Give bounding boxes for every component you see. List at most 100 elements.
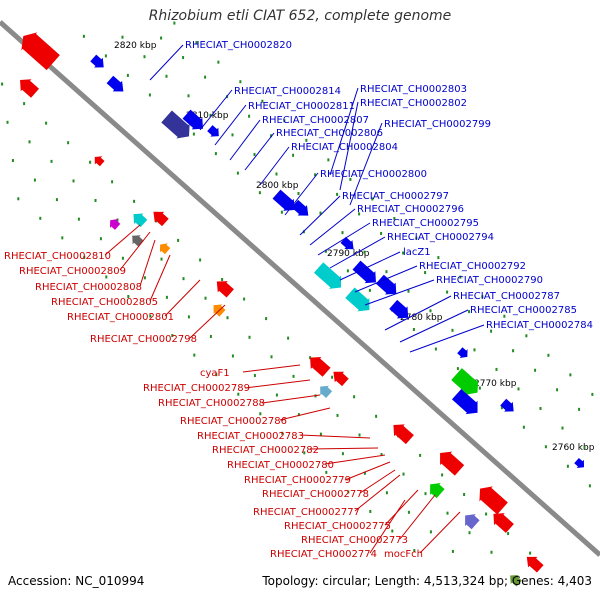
gene-arrow[interactable] <box>206 124 223 141</box>
gene-label[interactable]: RHECIAT_CH0002779 <box>244 475 351 486</box>
gene-arrow[interactable] <box>105 74 128 96</box>
gene-arrow[interactable] <box>290 198 313 220</box>
gene-label[interactable]: RHECIAT_CH0002777 <box>253 507 360 518</box>
gene-arrow[interactable] <box>209 300 227 318</box>
gene-label[interactable]: RHECIAT_CH0002809 <box>19 266 126 277</box>
leader-line <box>279 407 331 421</box>
gene-label[interactable]: RHECIAT_CH0002799 <box>384 119 491 130</box>
gene-label[interactable]: RHECIAT_CH0002784 <box>486 320 593 331</box>
gene-arrow[interactable] <box>425 478 446 499</box>
gene-label[interactable]: RHECIAT_CH0002801 <box>67 312 174 323</box>
gene-arrow[interactable] <box>106 216 121 232</box>
ruler-dot <box>353 395 356 399</box>
gene-label[interactable]: RHECIAT_CH0002814 <box>234 86 341 97</box>
gene-arrow[interactable] <box>451 387 484 419</box>
gene-label[interactable]: RHECIAT_CH0002787 <box>453 291 560 302</box>
gene-arrow[interactable] <box>129 209 149 229</box>
gene-arrow[interactable] <box>89 53 108 72</box>
gene-arrow[interactable] <box>91 153 106 168</box>
gene-arrow[interactable] <box>271 188 300 216</box>
gene-label[interactable]: RHECIAT_CH0002811 <box>248 101 355 112</box>
gene-arrow[interactable] <box>15 27 61 72</box>
gene-label[interactable]: RHECIAT_CH0002789 <box>143 383 250 394</box>
gene-arrow[interactable] <box>434 446 465 477</box>
gene-label[interactable]: RHECIAT_CH0002804 <box>291 142 398 153</box>
gene-arrow[interactable] <box>149 207 170 228</box>
gene-label[interactable]: RHECIAT_CH0002810 <box>4 251 111 262</box>
gene-arrow[interactable] <box>450 367 484 401</box>
gene-arrow[interactable] <box>375 273 402 300</box>
gene-arrow[interactable] <box>339 235 357 253</box>
gene-label[interactable]: RHECIAT_CH0002790 <box>436 275 543 286</box>
gene-arrow[interactable] <box>506 571 523 588</box>
gene-arrow[interactable] <box>456 346 471 362</box>
gene-arrow[interactable] <box>573 456 588 471</box>
gene-label[interactable]: RHECIAT_CH0002783 <box>197 431 304 442</box>
gene-label[interactable]: RHECIAT_CH0002773 <box>301 535 408 546</box>
gene-label[interactable]: RHECIAT_CH0002806 <box>276 128 383 139</box>
ruler-dot <box>204 75 207 79</box>
gene-features <box>15 27 588 588</box>
gene-arrow[interactable] <box>499 397 518 416</box>
gene-label[interactable]: RHECIAT_CH0002795 <box>372 218 479 229</box>
gene-label[interactable]: RHECIAT_CH0002798 <box>90 334 197 345</box>
ruler-dot <box>368 288 371 292</box>
gene-label[interactable]: cyaF1 <box>200 368 230 379</box>
ruler-dot <box>446 511 449 515</box>
gene-label[interactable]: RHECIAT_CH0002780 <box>227 460 334 471</box>
gene-arrow[interactable] <box>305 352 332 379</box>
gene-arrow[interactable] <box>344 286 375 317</box>
gene-arrow[interactable] <box>160 109 196 144</box>
gene-arrow[interactable] <box>128 231 145 248</box>
gene-arrow[interactable] <box>212 276 235 299</box>
gene-label[interactable]: RHECIAT_CH0002778 <box>262 489 369 500</box>
gene-label[interactable]: RHECIAT_CH0002796 <box>357 204 464 215</box>
gene-arrow[interactable] <box>388 298 414 323</box>
ruler-dot <box>261 99 264 103</box>
gene-arrow[interactable] <box>460 509 481 530</box>
gene-label[interactable]: RHECIAT_CH0002786 <box>180 416 287 427</box>
gene-label[interactable]: RHECIAT_CH0002794 <box>387 232 494 243</box>
gene-arrow[interactable] <box>329 366 350 387</box>
gene-arrow[interactable] <box>473 481 509 516</box>
gene-arrow[interactable] <box>351 259 381 288</box>
ruler-dot <box>77 217 80 221</box>
gene-arrow[interactable] <box>313 261 347 294</box>
leader-line <box>354 474 401 512</box>
ruler-dot <box>512 349 515 353</box>
ruler-dot <box>281 431 284 435</box>
ruler-dot <box>391 529 394 533</box>
gene-label[interactable]: lacZ1 <box>403 247 431 258</box>
label-leader-lines <box>104 44 485 554</box>
gene-label[interactable]: RHECIAT_CH0002802 <box>360 98 467 109</box>
gene-label[interactable]: RHECIAT_CH0002775 <box>284 521 391 532</box>
gene-label[interactable]: RHECIAT_CH0002785 <box>470 305 577 316</box>
gene-arrow[interactable] <box>156 240 171 256</box>
gene-label[interactable]: RHECIAT_CH0002820 <box>185 40 292 51</box>
gene-label[interactable]: RHECIAT_CH0002782 <box>212 445 319 456</box>
ruler-dot <box>82 34 85 38</box>
gene-arrow[interactable] <box>488 508 515 535</box>
gene-arrow[interactable] <box>181 108 208 135</box>
ruler-dot <box>451 328 454 332</box>
gene-label[interactable]: RHECIAT_CH0002788 <box>158 398 265 409</box>
ruler-dot <box>419 453 422 457</box>
gene-label[interactable]: RHECIAT_CH0002800 <box>320 169 427 180</box>
gene-label[interactable]: RHECIAT_CH0002797 <box>342 191 449 202</box>
ruler-dot <box>341 452 344 456</box>
gene-arrow[interactable] <box>15 74 41 99</box>
ruler-dot <box>236 171 239 175</box>
gene-arrow[interactable] <box>522 552 545 574</box>
gene-arrow[interactable] <box>388 419 415 446</box>
gene-label[interactable]: RHECIAT_CH0002774 <box>270 549 377 560</box>
gene-label[interactable]: RHECIAT_CH0002803 <box>360 84 467 95</box>
ruler-dot <box>248 335 251 339</box>
gene-label[interactable]: RHECIAT_CH0002792 <box>419 261 526 272</box>
gene-label[interactable]: mocFch <box>384 549 423 560</box>
gene-label[interactable]: RHECIAT_CH0002805 <box>51 297 158 308</box>
gene-label[interactable]: RHECIAT_CH0002808 <box>35 282 142 293</box>
gene-label[interactable]: RHECIAT_CH0002807 <box>262 115 369 126</box>
gene-arrow[interactable] <box>316 382 334 400</box>
ruler-dot <box>495 367 498 371</box>
